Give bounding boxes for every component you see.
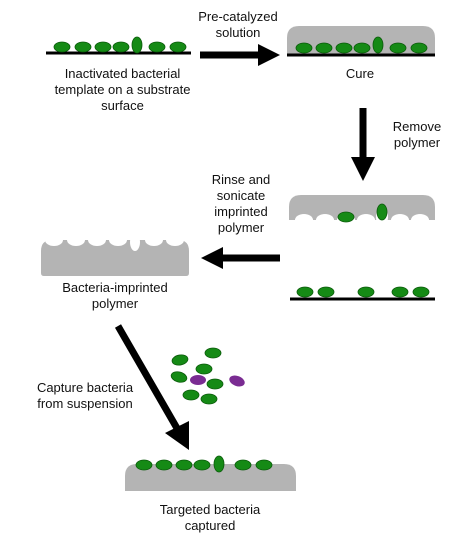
bacterium xyxy=(234,459,252,471)
imprinted-cavities xyxy=(45,233,184,251)
bacterium xyxy=(193,459,211,471)
bacterium xyxy=(148,41,166,53)
bacterium-embedded xyxy=(337,211,355,223)
imprinted-polymer xyxy=(41,240,189,276)
bacterium xyxy=(412,286,430,298)
bacterium xyxy=(206,378,224,390)
bacterium xyxy=(335,42,353,54)
capture-label: Capture bacteria from suspension xyxy=(36,380,134,411)
suspension-bacteria xyxy=(170,347,245,405)
arrow-rinse xyxy=(201,247,280,269)
template-stage xyxy=(46,36,191,55)
non-target-bacterium xyxy=(190,375,206,385)
bacterium xyxy=(389,42,407,54)
bacterium xyxy=(315,42,333,54)
bacterium xyxy=(357,286,375,298)
bacterium xyxy=(94,41,112,53)
bacterium xyxy=(391,286,409,298)
bacterium xyxy=(295,42,313,54)
remaining-template-stage xyxy=(290,286,435,301)
bacterium xyxy=(169,41,187,53)
bacterium xyxy=(372,36,384,54)
template-label: Inactivated bacterial template on a subs… xyxy=(54,66,191,113)
arrow-remove xyxy=(351,108,375,181)
bacterium xyxy=(255,459,273,471)
arrow-precat xyxy=(200,44,280,66)
precat-label: Pre-catalyzed solution xyxy=(198,9,278,40)
non-target-bacterium xyxy=(229,375,245,387)
bacterium xyxy=(200,393,218,405)
removed-polymer xyxy=(289,195,435,220)
bacterium xyxy=(195,363,213,375)
bacterium xyxy=(135,459,153,471)
captured-polymer xyxy=(125,464,296,491)
bacterium xyxy=(155,459,173,471)
captured-label: Targeted bacteria captured xyxy=(159,502,261,533)
template-bacteria xyxy=(53,36,187,54)
bacterium xyxy=(170,371,188,383)
bacterium xyxy=(317,286,335,298)
cure-bacteria xyxy=(295,36,428,54)
removed-polymer-stage xyxy=(289,195,435,226)
captured-stage xyxy=(125,455,296,491)
cure-label: Cure xyxy=(345,66,375,81)
bacterium xyxy=(204,347,222,359)
captured-bacteria xyxy=(135,455,273,473)
cure-stage xyxy=(287,26,435,57)
rinse-label: Rinse and sonicate imprinted polymer xyxy=(211,172,271,235)
bacterium-embedded xyxy=(376,203,388,221)
bacterium xyxy=(74,41,92,53)
imprinted-label: Bacteria-imprinted polymer xyxy=(62,280,168,311)
bacterium xyxy=(131,36,143,54)
bacterium xyxy=(353,42,371,54)
bacterium xyxy=(213,455,225,473)
bacterium xyxy=(171,354,189,366)
bacterium xyxy=(112,41,130,53)
remove-label: Remove polymer xyxy=(392,119,442,150)
bacterium xyxy=(53,41,71,53)
imprinted-polymer-stage xyxy=(41,233,189,276)
arrow-capture xyxy=(114,324,189,450)
bacterium xyxy=(296,286,314,298)
bacterium xyxy=(410,42,428,54)
bacterium xyxy=(175,459,193,471)
bacterium xyxy=(182,389,200,401)
